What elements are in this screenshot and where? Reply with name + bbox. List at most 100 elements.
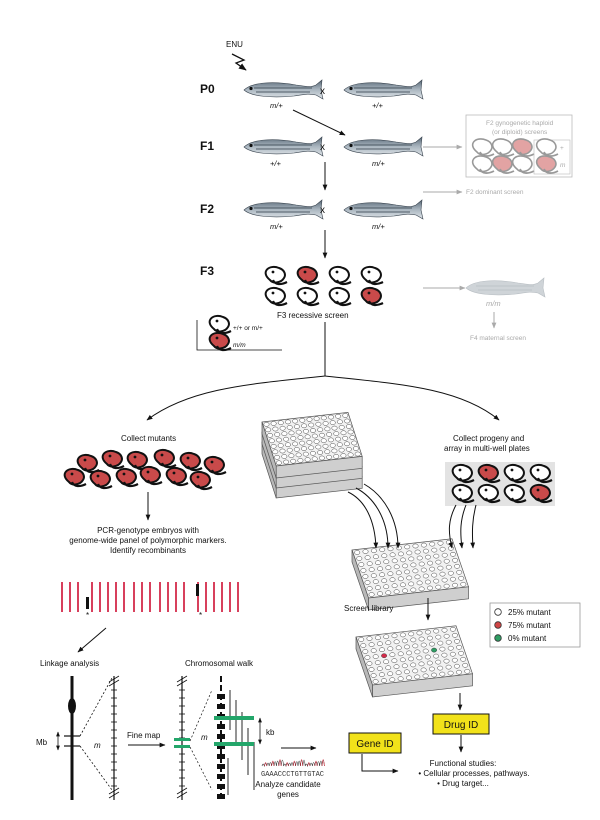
drug-id-label: Drug ID: [444, 720, 478, 731]
plate-well: [274, 454, 281, 460]
branch-right-arrow: [324, 375, 500, 421]
embryo: [264, 265, 289, 286]
plate-well: [370, 673, 377, 678]
genotype-f2-left: m/+: [270, 222, 283, 231]
plate-well: [267, 432, 273, 438]
pcr-line1: PCR-genotype embryos with: [97, 526, 199, 535]
plate-well: [393, 639, 400, 645]
key-label-0: 0% mutant: [508, 634, 547, 643]
plate-pooled: [351, 538, 469, 611]
collect-mutants-label: Collect mutants: [121, 434, 176, 443]
mutant-embryo: [89, 469, 114, 490]
plate-well: [404, 644, 410, 650]
plate-well: [437, 540, 444, 546]
plate-well: [416, 580, 423, 586]
plate-well: [364, 655, 371, 660]
plate-well: [431, 547, 438, 553]
plate-well: [381, 578, 388, 584]
star-right: *: [199, 611, 202, 620]
plate-well: [385, 565, 392, 571]
plate-well: [418, 636, 425, 642]
plate-well: [328, 414, 334, 420]
plate-well: [437, 565, 444, 571]
legend-embryo-wt: [208, 314, 233, 335]
fish-p0-female: [343, 79, 424, 100]
plate-well: [431, 672, 437, 678]
plate-well: [362, 549, 369, 554]
plate-well: [360, 643, 367, 648]
plate-well: [313, 439, 320, 444]
plate-well: [284, 442, 291, 448]
plate-side-left: [355, 636, 373, 698]
plate-well: [378, 672, 385, 677]
plate-well: [428, 666, 435, 672]
plate-well: [311, 456, 318, 462]
plate-screen-library: [355, 625, 473, 698]
plate-well: [395, 670, 402, 676]
plate-well: [383, 634, 390, 640]
plate-well: [452, 582, 458, 588]
arrow-plate-stack-1: [347, 491, 379, 549]
plate-well: [443, 658, 450, 664]
fish-f1-right: [343, 136, 424, 157]
plate-well: [408, 656, 415, 662]
plate-well: [290, 458, 297, 464]
plate-well: [385, 665, 392, 671]
plate-well: [401, 663, 408, 669]
arrow-progeny-3: [470, 504, 477, 549]
collect-progeny-line2: array in multi-well plates: [444, 444, 530, 453]
gyno-key-wt: +: [560, 145, 564, 152]
key-label-75: 75% mutant: [508, 621, 551, 630]
embryo: [360, 265, 385, 286]
zoom-lines-walk: [189, 689, 213, 791]
plate-well: [366, 636, 373, 641]
mutant-embryo: [189, 470, 214, 491]
break-mark: [108, 679, 120, 687]
plate-well: [327, 437, 334, 443]
green-marker-left-bottom: [174, 745, 190, 748]
screen-library-label: Screen library: [344, 604, 393, 613]
plate-well: [403, 669, 410, 675]
plate-well: [389, 677, 396, 683]
plate-well: [329, 443, 336, 448]
plate-well: [452, 557, 459, 563]
gyno-embryos: [471, 138, 535, 174]
plate-well: [406, 675, 412, 681]
plate-well: [288, 453, 295, 459]
plate-well: [349, 435, 356, 440]
plate-well: [427, 560, 434, 566]
plate-well: [397, 576, 404, 582]
plate-well: [368, 642, 375, 647]
gyno-key-m: m: [560, 162, 566, 169]
plate-well: [306, 417, 313, 422]
plate-stack-top: [261, 411, 363, 479]
plate-well: [416, 655, 423, 661]
plate-well: [420, 542, 427, 548]
plate-well: [377, 566, 384, 572]
plate-well: [439, 646, 446, 652]
plate-well: [414, 649, 421, 655]
analyze-line2: genes: [277, 790, 299, 799]
plate-well: [360, 568, 367, 573]
break-mark: [176, 787, 188, 795]
plate-well: [313, 416, 320, 422]
plate-well: [331, 425, 338, 431]
contig-block: [217, 704, 225, 709]
plate-well: [427, 585, 433, 591]
plate-well: [372, 579, 379, 584]
gyno-embryo: [491, 138, 515, 157]
functional-bullet-1: • Cellular processes, pathways.: [418, 769, 529, 778]
key-dot-75: [494, 621, 502, 629]
plate-well: [391, 633, 398, 639]
plate-well: [456, 644, 463, 650]
plate-well: [460, 656, 467, 662]
gene-id-box: [348, 732, 402, 754]
plate-well: [370, 573, 377, 578]
plate-well: [329, 420, 336, 425]
plate-well: [322, 443, 329, 449]
plate-well: [439, 671, 446, 677]
embryo-mutant: [296, 265, 321, 286]
plate-well: [391, 583, 398, 589]
plate-well: [441, 652, 448, 658]
plate-well: [462, 662, 469, 668]
